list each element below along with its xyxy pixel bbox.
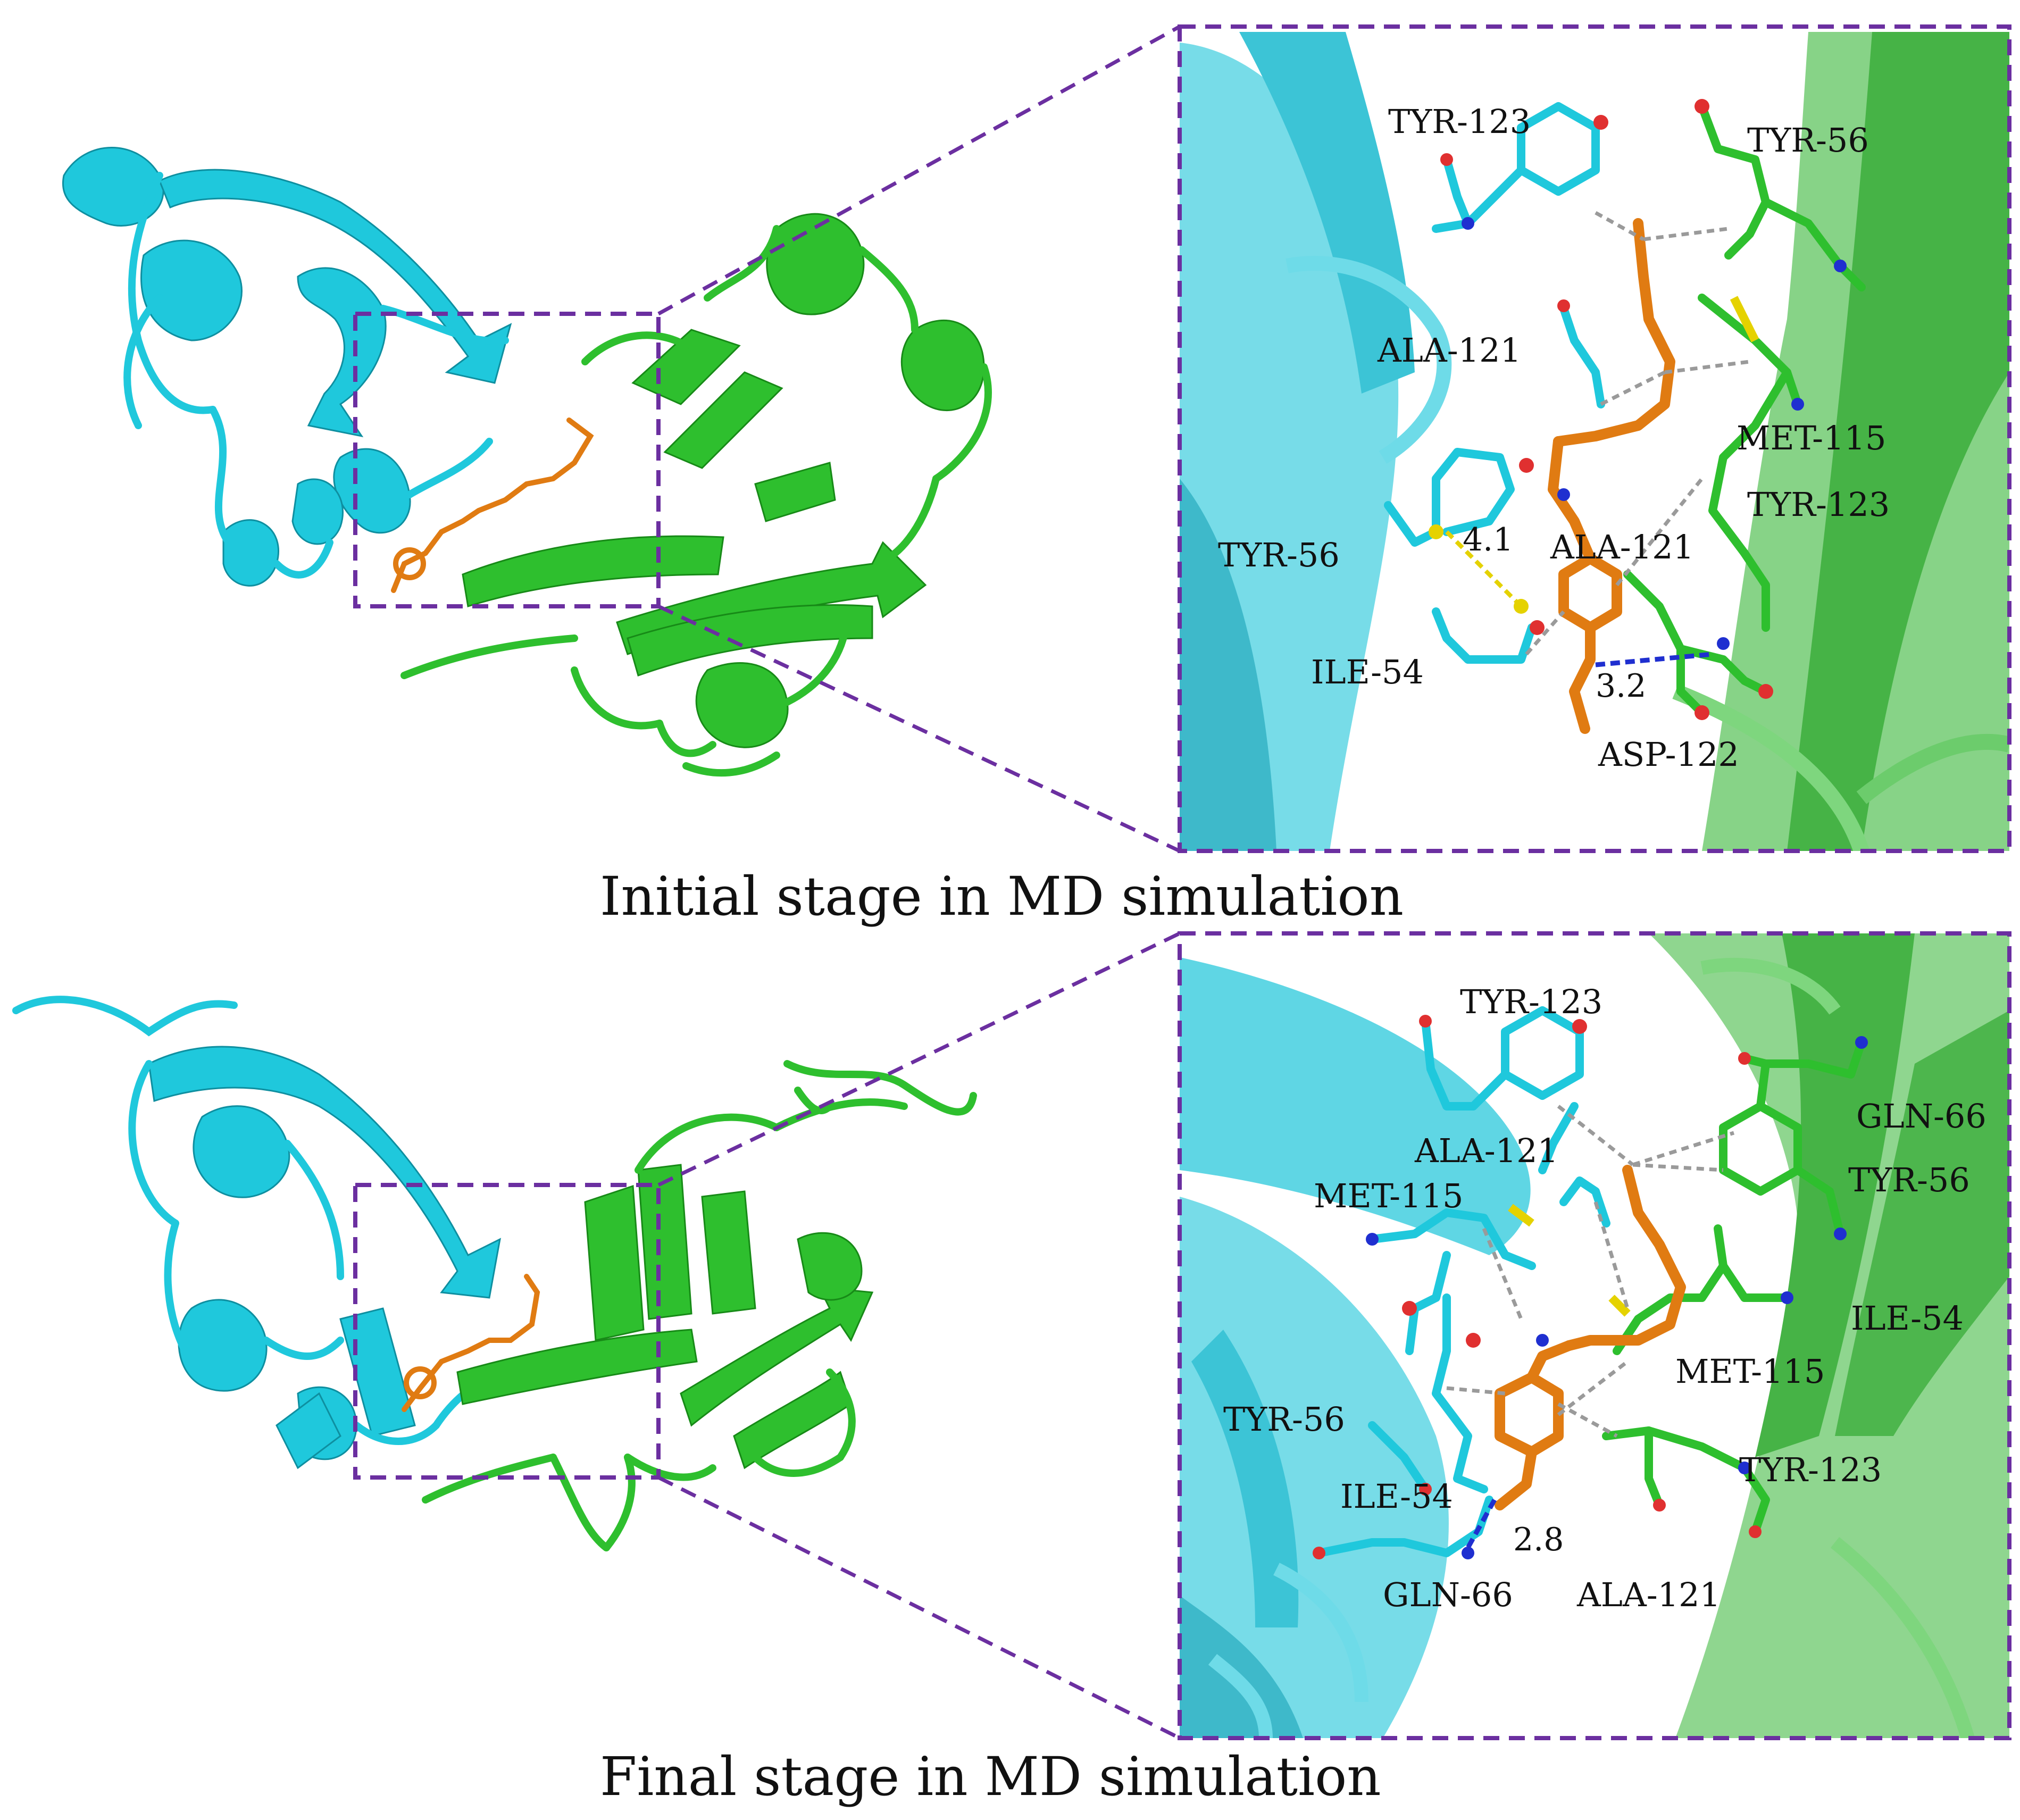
residue-label: TYR-56	[1223, 1400, 1345, 1439]
residue-label: MET-115	[1314, 1176, 1463, 1215]
final-inset-frame	[1178, 931, 2011, 1740]
final-zoom-box	[353, 1183, 661, 1480]
hbond-line-final	[1466, 1498, 1497, 1549]
pi-interaction-line	[1445, 530, 1523, 608]
final-caption: Final stage in MD simulation	[600, 1746, 1381, 1808]
residue-label: ILE-54	[1340, 1477, 1453, 1516]
residue-label: ALA-121	[1377, 331, 1521, 370]
ligand-sticks-final	[402, 1274, 540, 1412]
residue-label: ASP-122	[1598, 735, 1739, 774]
residue-label: TYR-123	[1739, 1450, 1882, 1489]
final-overview-structure	[12, 931, 1181, 1740]
residue-label: TYR-123	[1747, 485, 1890, 524]
chain-a-loops	[123, 172, 509, 579]
residue-label: TYR-56	[1848, 1161, 1970, 1199]
residue-label: GLN-66	[1856, 1097, 1986, 1136]
initial-overview-structure	[62, 24, 1181, 853]
distance-label: 2.8	[1513, 1521, 1564, 1558]
chain-b-loops	[400, 225, 992, 777]
hbond-line-initial	[1595, 652, 1713, 667]
residue-label: ALA-121	[1576, 1575, 1721, 1614]
residue-label: ILE-54	[1851, 1299, 1964, 1338]
distance-label: 3.2	[1596, 667, 1646, 705]
chain-a-loops-final	[12, 996, 504, 1445]
chain-b-cartoon-final	[456, 1164, 874, 1470]
final-zoom-inset: TYR-123 GLN-66 ALA-121 TYR-56 MET-115 IL…	[1178, 931, 2011, 1740]
final-zoom-lead-bottom	[657, 1475, 1181, 1740]
initial-zoom-inset: TYR-123 TYR-56 ALA-121 MET-115 TYR-123 T…	[1178, 24, 2011, 853]
initial-zoom-box	[353, 312, 661, 608]
initial-inset-frame	[1178, 24, 2011, 853]
chain-a-cartoon	[62, 147, 512, 587]
residue-label: ALA-121	[1550, 528, 1694, 566]
residue-label: ALA-121	[1414, 1131, 1558, 1170]
residue-label: TYR-56	[1747, 121, 1869, 160]
ligand-sticks	[391, 418, 594, 593]
residue-label: ILE-54	[1311, 653, 1424, 691]
chain-a-cartoon-final	[148, 1046, 502, 1470]
final-zoom-lead-top	[657, 931, 1181, 1187]
distance-label: 4.1	[1463, 521, 1513, 558]
residue-label: MET-115	[1737, 419, 1886, 457]
residue-label: TYR-123	[1460, 982, 1602, 1021]
residue-label: MET-115	[1675, 1352, 1825, 1391]
initial-zoom-lead-bottom	[657, 604, 1181, 853]
initial-zoom-lead-top	[657, 24, 1181, 316]
residue-label: TYR-56	[1218, 536, 1340, 574]
residue-label: TYR-123	[1388, 102, 1531, 141]
initial-caption: Initial stage in MD simulation	[600, 865, 1404, 928]
residue-label: GLN-66	[1383, 1575, 1513, 1614]
chain-b-loops-final	[422, 1060, 977, 1551]
